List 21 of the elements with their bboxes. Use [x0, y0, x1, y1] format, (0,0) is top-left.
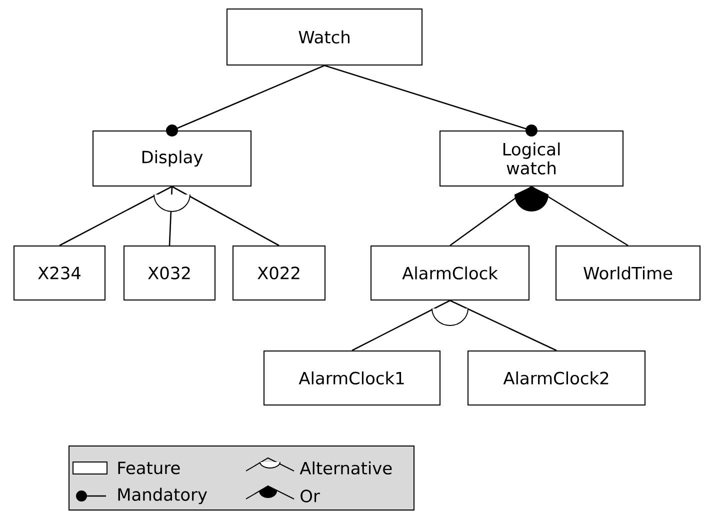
feature-box: AlarmClock2 [468, 350, 646, 406]
legend-label: Feature [118, 462, 180, 474]
feature-box: Display [92, 130, 252, 186]
feature-box: X022 [232, 246, 326, 300]
feature-box: WorldTime [556, 246, 700, 300]
connector [324, 64, 538, 136]
feature-box: Watch [226, 8, 422, 66]
connector [352, 300, 450, 352]
feature-box: Logical watch [440, 130, 624, 186]
connector [172, 186, 280, 246]
connector [166, 64, 325, 136]
feature-box: X234 [14, 246, 106, 300]
feature-box: AlarmClock [370, 246, 530, 300]
feature-box: AlarmClock1 [264, 350, 440, 406]
connector [450, 300, 557, 352]
legend-label: Or [300, 490, 320, 502]
connector [531, 186, 628, 246]
legend-label: Alternative [300, 461, 392, 475]
legend-label: Mandatory [118, 488, 207, 504]
connector [59, 186, 172, 246]
feature-box: X032 [124, 246, 216, 300]
